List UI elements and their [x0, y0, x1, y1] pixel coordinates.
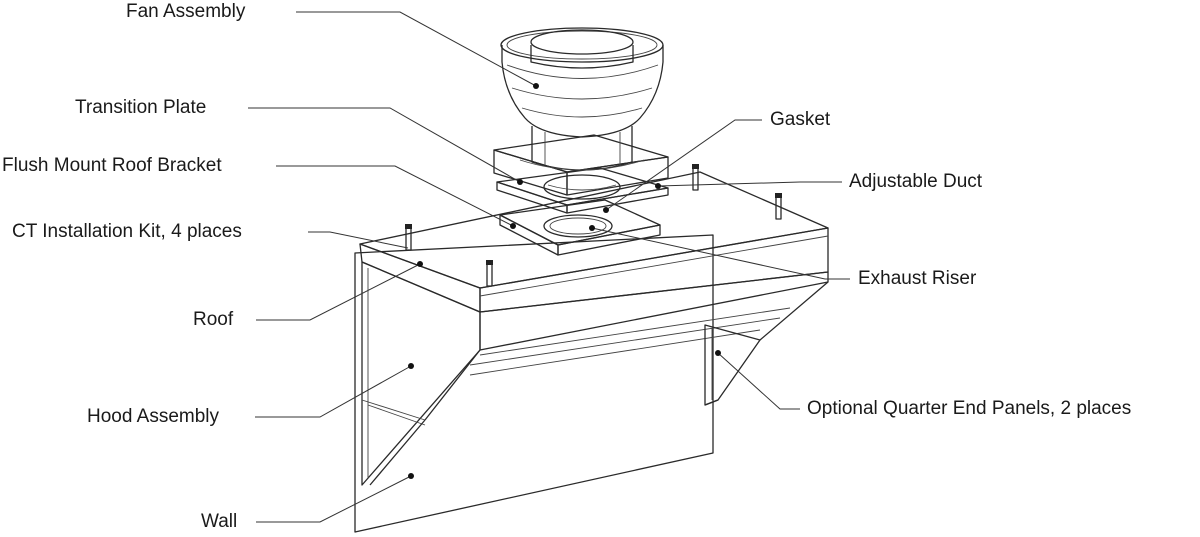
leader-lines	[248, 11, 850, 523]
label-flush-mount-roof-bracket: Flush Mount Roof Bracket	[2, 155, 222, 176]
label-exhaust-riser: Exhaust Riser	[858, 268, 977, 289]
label-transition-plate: Transition Plate	[75, 97, 207, 118]
label-fan-assembly: Fan Assembly	[126, 1, 246, 22]
label-roof: Roof	[193, 309, 234, 330]
label-gasket: Gasket	[770, 109, 831, 130]
ct-installation-bolts	[405, 164, 782, 287]
flush-mount-roof-bracket	[499, 199, 661, 256]
fan-assembly	[500, 27, 664, 191]
label-adjustable-duct: Adjustable Duct	[849, 171, 983, 192]
roof-panel	[359, 171, 829, 313]
label-ct-installation-kit: CT Installation Kit, 4 places	[12, 221, 242, 242]
label-hood-assembly: Hood Assembly	[87, 406, 220, 427]
transition-plate	[493, 134, 669, 196]
wall-panel	[354, 234, 714, 533]
label-wall: Wall	[201, 511, 238, 532]
gasket	[496, 167, 669, 214]
label-optional-quarter-end-panels: Optional Quarter End Panels, 2 places	[807, 398, 1132, 419]
hood-assembly	[361, 261, 829, 486]
